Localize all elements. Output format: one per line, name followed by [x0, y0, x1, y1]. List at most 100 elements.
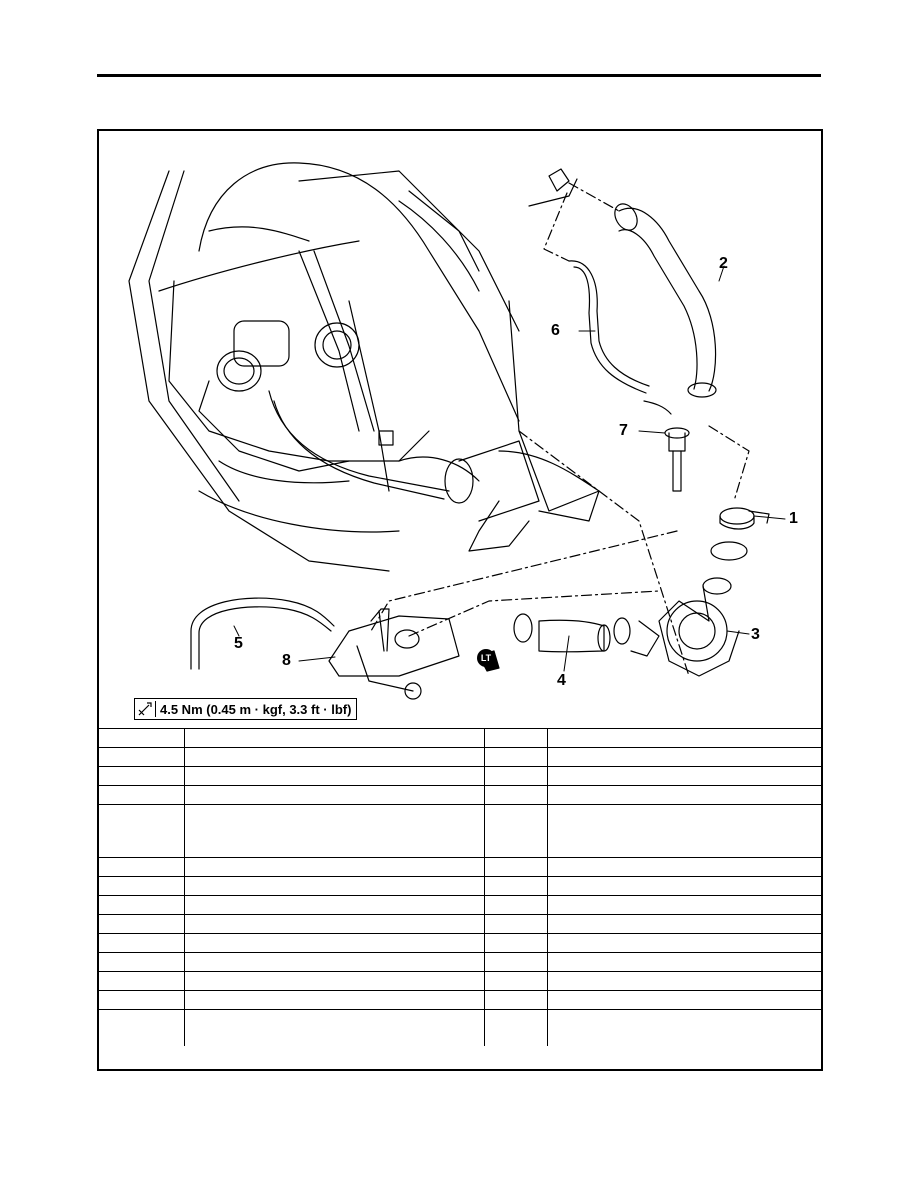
callout-1: 1: [789, 510, 798, 527]
table-row: [99, 952, 821, 972]
table-cell: [483, 766, 548, 786]
table-row: [99, 766, 821, 786]
overflow-hose-part-5: [190, 597, 335, 670]
table-cell: [483, 933, 548, 953]
table-cell: [483, 747, 548, 767]
table-cell: [483, 804, 548, 858]
table-row: [99, 914, 821, 934]
table-cell: [546, 747, 821, 767]
table-cell: [546, 990, 821, 1010]
table-row: [99, 747, 821, 767]
table-cell: [183, 785, 485, 805]
callout-leaders: [233, 265, 786, 672]
table-cell: [183, 895, 485, 915]
table-cell: [183, 857, 485, 877]
table-cell: [546, 971, 821, 991]
callout-6: 6: [551, 322, 560, 339]
table-cell: [546, 914, 821, 934]
frame-illustration: [128, 162, 600, 572]
table-cell: [183, 876, 485, 896]
table-cell: [183, 914, 485, 934]
table-cell: [546, 728, 821, 748]
table-cell: [99, 1009, 185, 1046]
parts-table: [99, 728, 821, 1046]
table-cell: [546, 785, 821, 805]
table-cell: [183, 747, 485, 767]
table-cell: [183, 766, 485, 786]
table-cell: [483, 876, 548, 896]
breather-hose-part-6: [568, 260, 672, 415]
radiator-hose-part-2: [614, 203, 717, 398]
table-row: [99, 728, 821, 748]
table-cell: [183, 971, 485, 991]
table-row: [99, 933, 821, 953]
table-cell: [99, 914, 185, 934]
hose-part-4: [513, 613, 631, 653]
table-cell: [183, 1009, 485, 1046]
wrench-icon: [137, 701, 156, 717]
callout-8: 8: [282, 652, 291, 669]
cap-part-7: [664, 427, 690, 492]
table-row: [99, 971, 821, 991]
table-cell: [546, 804, 821, 858]
table-row: [99, 895, 821, 915]
callout-7: 7: [619, 422, 628, 439]
header-rule: [97, 74, 821, 77]
table-cell: [99, 804, 185, 858]
table-cell: [546, 766, 821, 786]
table-cell: [483, 895, 548, 915]
table-cell: [183, 933, 485, 953]
table-row: [99, 1009, 821, 1046]
table-cell: [483, 728, 548, 748]
table-cell: [183, 952, 485, 972]
table-cell: [546, 952, 821, 972]
callout-4: 4: [557, 672, 566, 689]
table-cell: [546, 857, 821, 877]
table-cell: [483, 1009, 548, 1046]
hose-clip: [528, 168, 578, 207]
callout-3: 3: [751, 626, 760, 643]
table-cell: [183, 804, 485, 858]
table-cell: [99, 876, 185, 896]
reservoir-tank-part-8: [328, 608, 500, 700]
table-cell: [99, 990, 185, 1010]
table-cell: [99, 766, 185, 786]
table-cell: [483, 785, 548, 805]
hose-clamp-ring: [710, 541, 748, 561]
table-cell: [483, 857, 548, 877]
table-cell: [483, 971, 548, 991]
callout-5: 5: [234, 635, 243, 652]
table-row: [99, 876, 821, 896]
table-row: [99, 990, 821, 1010]
table-cell: [183, 728, 485, 748]
table-cell: [99, 747, 185, 767]
table-cell: [483, 990, 548, 1010]
table-cell: [483, 952, 548, 972]
table-cell: [99, 785, 185, 805]
thermostat-housing-part-3: [630, 577, 740, 677]
torque-spec-box: 4.5 Nm (0.45 m · kgf, 3.3 ft · lbf): [134, 698, 358, 720]
callout-2: 2: [719, 255, 728, 272]
table-cell: [99, 952, 185, 972]
table-cell: [483, 914, 548, 934]
table-row: [99, 785, 821, 805]
exploded-diagram: 1 2 3 4 5 6 7 8 LT 4.5 Nm (0.45 m · kgf,…: [99, 131, 821, 728]
table-cell: [546, 933, 821, 953]
torque-spec-text: 4.5 Nm (0.45 m · kgf, 3.3 ft · lbf): [160, 701, 352, 717]
table-cell: [183, 990, 485, 1010]
table-cell: [99, 728, 185, 748]
clamp-part-1: [719, 507, 770, 530]
table-row: [99, 804, 821, 858]
figure-frame: 1 2 3 4 5 6 7 8 LT 4.5 Nm (0.45 m · kgf,…: [97, 129, 823, 1071]
table-cell: [99, 857, 185, 877]
table-cell: [546, 895, 821, 915]
table-cell: [99, 971, 185, 991]
locking-agent-mark: LT: [477, 649, 495, 667]
table-cell: [99, 933, 185, 953]
table-cell: [546, 1009, 821, 1046]
table-cell: [546, 876, 821, 896]
assembly-guide-lines: [370, 182, 750, 677]
diagram-drawing: [128, 162, 786, 700]
table-row: [99, 857, 821, 877]
table-cell: [99, 895, 185, 915]
